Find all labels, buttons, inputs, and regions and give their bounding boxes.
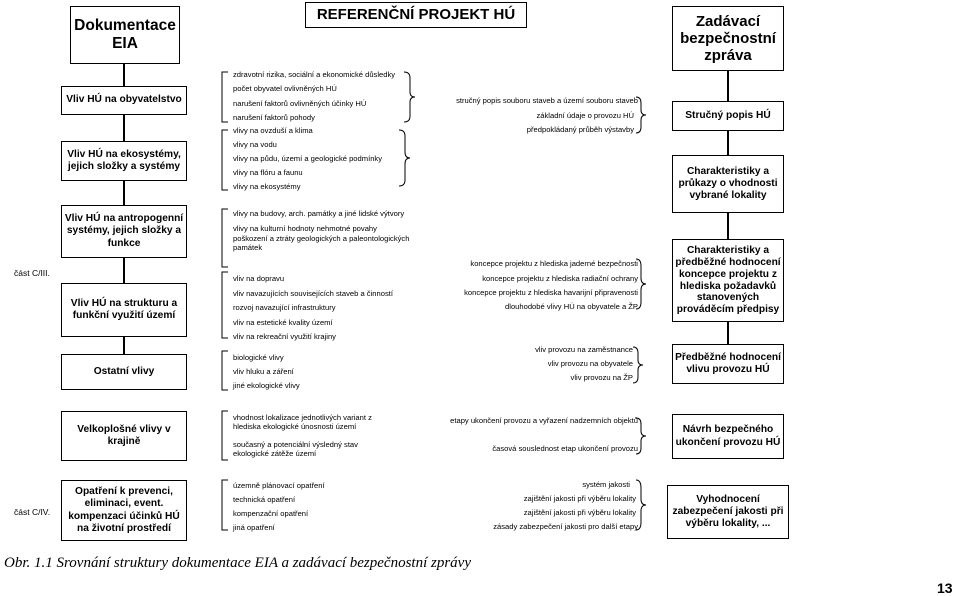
- col2-item: jiná opatření: [233, 523, 275, 532]
- left-box-population: Vliv HÚ na obyvatelstvo: [61, 86, 187, 115]
- col3-item: zajištění jakosti při výběru lokality: [523, 494, 636, 503]
- right-box-quality-assurance: Vyhodnocení zabezpečení jakosti při výbě…: [667, 485, 789, 539]
- right-box-summary: Stručný popis HÚ: [672, 101, 784, 131]
- col2-item: technická opatření: [233, 495, 296, 504]
- col3-item: koncepce projektu z hlediska jaderné bez…: [470, 259, 638, 268]
- left-box-land-use: Vliv HÚ na strukturu a funkční využití ú…: [61, 283, 187, 337]
- col2-item: vlivy na budovy, arch. památky a jiné li…: [233, 209, 405, 218]
- col2-item: vlivy na ovzduší a klima: [233, 126, 313, 135]
- col3-item: stručný popis souboru staveb a území sou…: [456, 96, 638, 105]
- col2-item: vlivy na vodu: [233, 140, 277, 149]
- col2-item: narušení faktorů ovlivněných účinky HÚ: [233, 99, 367, 108]
- col2-item: vlivy na flóru a faunu: [233, 168, 303, 177]
- col2-item: rozvoj navazující infrastruktury: [233, 303, 336, 312]
- col3-item: koncepce projektu z hlediska radiační oc…: [482, 274, 638, 283]
- left-box-other: Ostatní vlivy: [61, 354, 187, 390]
- col2-item: kompenzační opatření: [233, 509, 309, 518]
- left-box-anthropogenic: Vliv HÚ na antropogenní systémy, jejich …: [61, 205, 187, 258]
- col2-item: vliv na dopravu: [233, 274, 285, 283]
- col3-item: etapy ukončení provozu a vyřazení nadzem…: [450, 416, 638, 425]
- col2-item: vliv hluku a záření: [233, 367, 294, 376]
- col2-item: vlivy na kulturní hodnoty nehmotné povah…: [233, 224, 377, 233]
- section-label-part4: část C/IV.: [14, 507, 51, 517]
- col2-item: územně plánovací opatření: [233, 481, 325, 490]
- col3-item: předpokládaný průběh výstavby: [526, 125, 634, 134]
- col2-item: vliv na rekreační využití krajiny: [233, 332, 336, 341]
- col2-item: zdravotní rizika, sociální a ekonomické …: [233, 70, 396, 79]
- left-box-ecosystems: Vliv HÚ na ekosystémy, jejich složky a s…: [61, 141, 187, 181]
- left-box-measures: Opatření k prevenci, eliminaci, event. k…: [61, 480, 187, 541]
- col2-item: vliv navazujících souvisejících staveb a…: [233, 289, 393, 298]
- col3-item: vliv provozu na zaměstnance: [535, 345, 633, 354]
- col2-item: vlivy na půdu, území a geologické podmín…: [233, 154, 383, 163]
- col2-item: jiné ekologické vlivy: [233, 381, 300, 390]
- header-safety-report: Zadávací bezpečnostní zpráva: [672, 6, 784, 71]
- col2-item: narušení faktorů pohody: [233, 113, 315, 122]
- col3-item: zásady zabezpečení jakosti pro další eta…: [493, 522, 638, 531]
- col2-item: poškození a ztráty geologických a paleon…: [233, 234, 410, 253]
- col2-item: vliv na estetické kvality území: [233, 318, 333, 327]
- right-box-decommissioning: Návrh bezpečného ukončení provozu HÚ: [672, 414, 784, 459]
- col2-item: biologické vlivy: [233, 353, 284, 362]
- section-label-part3: část C/III.: [14, 268, 50, 278]
- right-box-site-suitability: Charakteristiky a průkazy o vhodnosti vy…: [672, 155, 784, 213]
- right-box-operation-impact: Předběžné hodnocení vlivu provozu HÚ: [672, 344, 784, 384]
- col3-item: systém jakosti: [582, 480, 630, 489]
- col2-item: vhodnost lokalizace jednotlivých variant…: [233, 413, 372, 432]
- header-eia: Dokumentace EIA: [70, 6, 180, 64]
- col3-item: dlouhodobé vlivy HÚ na obyvatele a ŽP: [505, 302, 638, 311]
- right-box-project-concept: Charakteristiky a předběžné hodnocení ko…: [672, 239, 784, 322]
- col3-item: časová souslednost etap ukončení provozu: [492, 444, 638, 453]
- col3-item: vliv provozu na ŽP: [570, 373, 633, 382]
- left-box-large-scale: Velkoplošné vlivy v krajině: [61, 411, 187, 461]
- col3-item: koncepce projektu z hlediska havarijní p…: [464, 288, 638, 297]
- col3-item: vliv provozu na obyvatele: [547, 359, 633, 368]
- figure-caption: Obr. 1.1 Srovnání struktury dokumentace …: [4, 555, 471, 571]
- page-number: 13: [937, 580, 953, 596]
- col2-item: současný a potenciální výsledný stav eko…: [233, 440, 358, 459]
- col3-item: zajištění jakosti při výběru lokality: [523, 508, 636, 517]
- col2-item: vlivy na ekosystémy: [233, 182, 301, 191]
- col2-item: počet obyvatel ovlivněných HÚ: [233, 84, 337, 93]
- col3-item: základní údaje o provozu HÚ: [536, 111, 634, 120]
- header-reference-project: REFERENČNÍ PROJEKT HÚ: [305, 2, 527, 28]
